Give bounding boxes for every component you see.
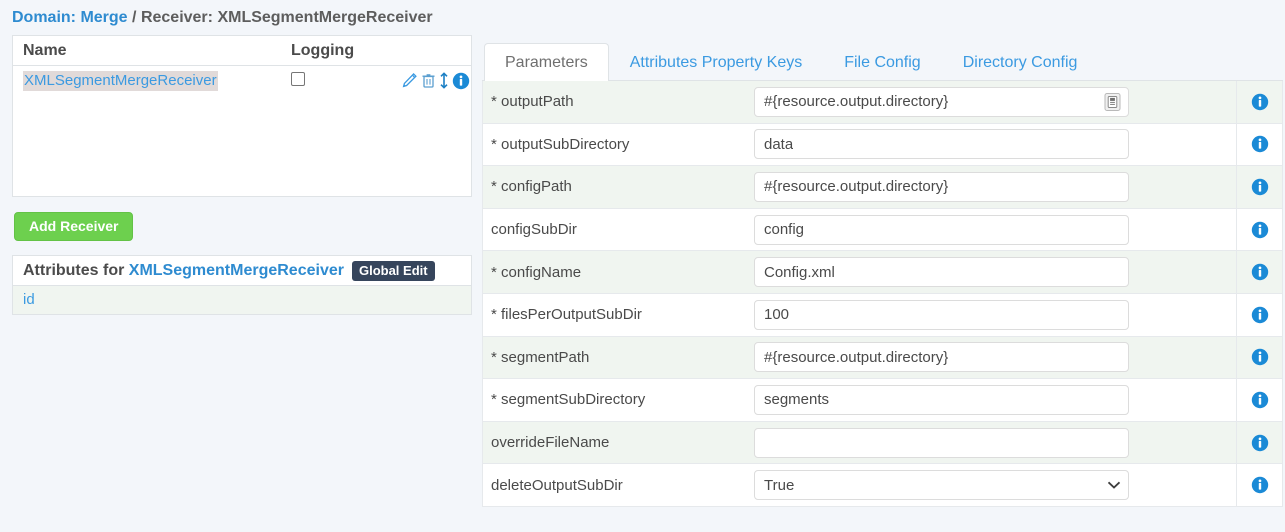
parameter-value-cell: #{resource.output.directory} (745, 86, 1236, 117)
logging-checkbox[interactable] (291, 71, 305, 86)
parameter-label: * segmentPath (491, 348, 590, 366)
parameter-row: deleteOutputSubDir True (483, 464, 1282, 507)
attributes-panel: Attributes for XMLSegmentMergeReceiver G… (12, 255, 472, 315)
tab-directory-config[interactable]: Directory Config (962, 54, 1078, 72)
receiver-name-link[interactable]: XMLSegmentMergeReceiver (23, 71, 218, 91)
parameter-value-text: 100 (764, 306, 790, 324)
breadcrumb-receiver-value: XMLSegmentMergeReceiver (217, 9, 433, 26)
parameter-label: * configPath (491, 178, 572, 196)
parameter-row: * segmentSubDirectory segments (483, 379, 1282, 422)
parameter-label: configSubDir (491, 221, 577, 239)
breadcrumb-receiver-label: Receiver: (140, 9, 213, 26)
breadcrumb: Domain: Merge / Receiver: XMLSegmentMerg… (0, 0, 1285, 35)
breadcrumb-separator: / (132, 9, 137, 26)
receivers-table-header: Name Logging (13, 36, 471, 66)
parameter-label: * filesPerOutputSubDir (491, 306, 642, 324)
attributes-title-prefix: Attributes for (23, 261, 125, 279)
row-actions (401, 72, 480, 90)
parameter-value-text: #{resource.output.directory} (764, 178, 949, 196)
list-picker-icon[interactable] (1104, 92, 1121, 111)
parameter-info-icon[interactable] (1236, 123, 1282, 166)
add-receiver-row: Add Receiver (12, 197, 472, 241)
parameter-value-cell: data (745, 129, 1236, 160)
tab-file-config[interactable]: File Config (844, 54, 921, 72)
parameter-value-cell (745, 427, 1236, 458)
parameter-value-cell: 100 (745, 299, 1236, 330)
parameter-input[interactable]: Config.xml (754, 257, 1129, 288)
parameter-input[interactable]: 100 (754, 299, 1129, 330)
parameter-value-cell: config (745, 214, 1236, 245)
attributes-panel-header: Attributes for XMLSegmentMergeReceiver G… (13, 256, 471, 286)
parameter-value-cell: #{resource.output.directory} (745, 171, 1236, 202)
parameter-row: configSubDir config (483, 208, 1282, 252)
parameter-value-text: data (764, 135, 794, 153)
right-column: Parameters Attributes Property Keys File… (482, 35, 1285, 507)
parameter-row: * outputPath #{resource.output.directory} (483, 81, 1282, 124)
parameter-row: * filesPerOutputSubDir 100 (483, 293, 1282, 337)
parameter-row: * configName Config.xml (483, 251, 1282, 294)
column-header-name: Name (23, 41, 67, 59)
parameter-row: * segmentPath #{resource.output.directory… (483, 336, 1282, 380)
parameter-value-text: Config.xml (764, 263, 835, 281)
parameter-value-cell: segments (745, 384, 1236, 415)
global-edit-button[interactable]: Global Edit (351, 260, 435, 281)
logging-checkbox-cell (291, 71, 401, 90)
parameter-row: * configPath #{resource.output.directory} (483, 166, 1282, 209)
parameter-value-text: True (764, 476, 795, 494)
attributes-title: Attributes for XMLSegmentMergeReceiver (23, 262, 344, 280)
info-icon[interactable] (452, 72, 470, 90)
parameter-info-icon[interactable] (1236, 379, 1282, 421)
parameter-input[interactable]: #{resource.output.directory} (754, 86, 1129, 117)
parameter-input[interactable] (754, 427, 1129, 458)
parameter-label: * outputPath (491, 93, 574, 111)
parameter-value-text: config (764, 221, 805, 239)
add-receiver-button[interactable]: Add Receiver (14, 212, 134, 241)
parameter-info-icon[interactable] (1236, 166, 1282, 208)
parameter-value-text: segments (764, 391, 830, 409)
parameter-value-text: #{resource.output.directory} (764, 93, 949, 111)
receivers-panel: Name Logging XMLSegmentMergeReceiver (12, 35, 472, 197)
table-row[interactable]: XMLSegmentMergeReceiver (13, 66, 471, 95)
parameter-label: deleteOutputSubDir (491, 476, 623, 494)
parameter-row: overrideFileName (483, 421, 1282, 465)
breadcrumb-domain-label[interactable]: Domain: (12, 9, 76, 26)
attributes-title-target: XMLSegmentMergeReceiver (128, 261, 344, 279)
receiver-name-cell: XMLSegmentMergeReceiver (13, 71, 291, 91)
parameter-info-icon[interactable] (1236, 81, 1282, 123)
trash-icon[interactable] (421, 72, 436, 89)
parameter-select[interactable]: True (754, 470, 1129, 501)
page-body: Name Logging XMLSegmentMergeReceiver (0, 35, 1285, 507)
column-header-logging: Logging (291, 41, 355, 59)
parameter-label: overrideFileName (491, 434, 610, 452)
parameter-info-icon[interactable] (1236, 421, 1282, 464)
parameter-info-icon[interactable] (1236, 336, 1282, 379)
parameter-label: * outputSubDirectory (491, 135, 630, 153)
tab-parameters[interactable]: Parameters (484, 43, 609, 81)
parameter-value-cell: #{resource.output.directory} (745, 342, 1236, 373)
reorder-icon[interactable] (439, 72, 449, 89)
parameter-input[interactable]: segments (754, 384, 1129, 415)
tab-bar: Parameters Attributes Property Keys File… (482, 35, 1283, 81)
parameter-info-icon[interactable] (1236, 251, 1282, 293)
parameter-value-cell: True (745, 470, 1236, 501)
parameter-label: * segmentSubDirectory (491, 391, 646, 409)
parameter-input[interactable]: config (754, 214, 1129, 245)
pencil-icon[interactable] (401, 72, 418, 89)
parameter-info-icon[interactable] (1236, 208, 1282, 251)
list-item[interactable]: id (13, 286, 471, 314)
parameter-input[interactable]: #{resource.output.directory} (754, 342, 1129, 373)
chevron-down-icon[interactable] (1107, 481, 1121, 490)
parameter-input[interactable]: data (754, 129, 1129, 160)
parameter-info-icon[interactable] (1236, 464, 1282, 506)
left-column: Name Logging XMLSegmentMergeReceiver (12, 35, 472, 315)
tab-attributes-property-keys[interactable]: Attributes Property Keys (629, 54, 803, 72)
parameter-input[interactable]: #{resource.output.directory} (754, 171, 1129, 202)
parameter-row: * outputSubDirectory data (483, 123, 1282, 167)
parameter-value-cell: Config.xml (745, 257, 1236, 288)
parameters-table: * outputPath #{resource.output.directory}… (482, 81, 1283, 507)
parameter-value-text: #{resource.output.directory} (764, 348, 949, 366)
parameter-label: * configName (491, 263, 582, 281)
parameter-info-icon[interactable] (1236, 293, 1282, 336)
breadcrumb-domain-value[interactable]: Merge (80, 9, 128, 26)
